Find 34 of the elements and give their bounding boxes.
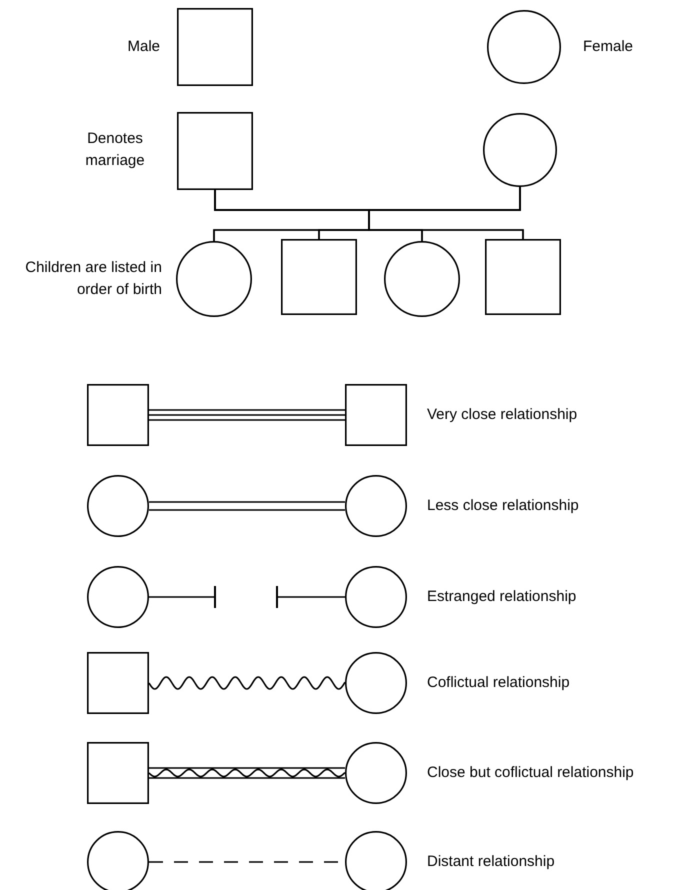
- square-symbol: [177, 112, 253, 190]
- symbol-label: Coflictual relationship: [427, 673, 571, 693]
- square-symbol: [177, 8, 253, 86]
- symbol-label: Female: [583, 37, 634, 57]
- square-symbol: [87, 742, 149, 804]
- relationship-line: [148, 409, 346, 421]
- square-symbol: [345, 384, 407, 446]
- circle-symbol: [345, 475, 407, 537]
- circle-symbol: [487, 10, 561, 84]
- square-symbol: [87, 652, 149, 714]
- symbol-label: Distant relationship: [427, 852, 556, 872]
- circle-symbol: [483, 113, 557, 187]
- circle-symbol: [87, 475, 149, 537]
- circle-symbol: [345, 652, 407, 714]
- square-symbol: [485, 239, 561, 315]
- circle-symbol: [87, 566, 149, 628]
- relationship-line: [148, 501, 346, 511]
- symbol-label: Male: [126, 37, 160, 57]
- relationship-line: [148, 676, 346, 690]
- circle-symbol: [176, 241, 252, 317]
- relationship-line: [148, 767, 346, 779]
- relationship-line: [276, 585, 345, 609]
- symbol-label: Estranged relationship: [427, 587, 578, 607]
- symbol-label: Very close relationship: [427, 405, 578, 425]
- circle-symbol: [345, 566, 407, 628]
- circle-symbol: [345, 742, 407, 804]
- relationship-line: [149, 585, 216, 609]
- square-symbol: [87, 384, 149, 446]
- symbol-label: Close but coflictual relationship: [427, 763, 635, 783]
- symbol-label: Denotes marriage: [84, 129, 146, 171]
- symbol-label: Children are listed in order of birth: [24, 258, 162, 300]
- square-symbol: [281, 239, 357, 315]
- circle-symbol: [384, 241, 460, 317]
- symbol-label: Less close relationship: [427, 496, 580, 516]
